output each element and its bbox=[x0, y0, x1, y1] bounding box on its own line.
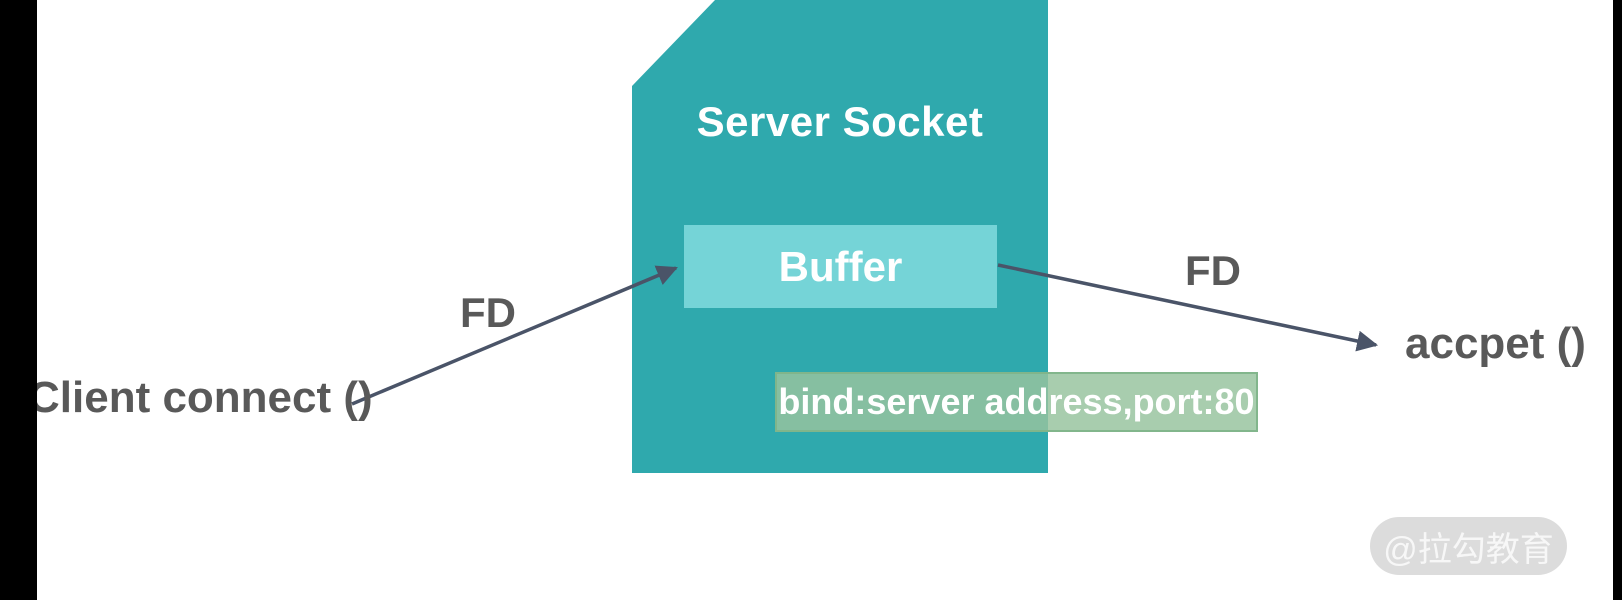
screen-edge-bar-left bbox=[0, 0, 37, 600]
server-socket-title: Server Socket bbox=[696, 98, 984, 145]
fd-label-right: FD bbox=[1185, 247, 1241, 294]
client-connect-label: Client connect () bbox=[28, 373, 373, 422]
bind-address-label: bind:server address,port:80 bbox=[778, 381, 1255, 422]
fd-label-left: FD bbox=[460, 289, 516, 336]
watermark-label: @拉勾教育 bbox=[1383, 530, 1554, 569]
buffer-box: Buffer bbox=[684, 225, 997, 308]
screen-edge-bar-right bbox=[1613, 0, 1622, 600]
watermark-badge: @拉勾教育 bbox=[1370, 517, 1567, 575]
buffer-label: Buffer bbox=[778, 242, 903, 290]
accept-label: accpet () bbox=[1405, 319, 1586, 368]
bind-address-box: bind:server address,port:80 bbox=[775, 372, 1258, 432]
